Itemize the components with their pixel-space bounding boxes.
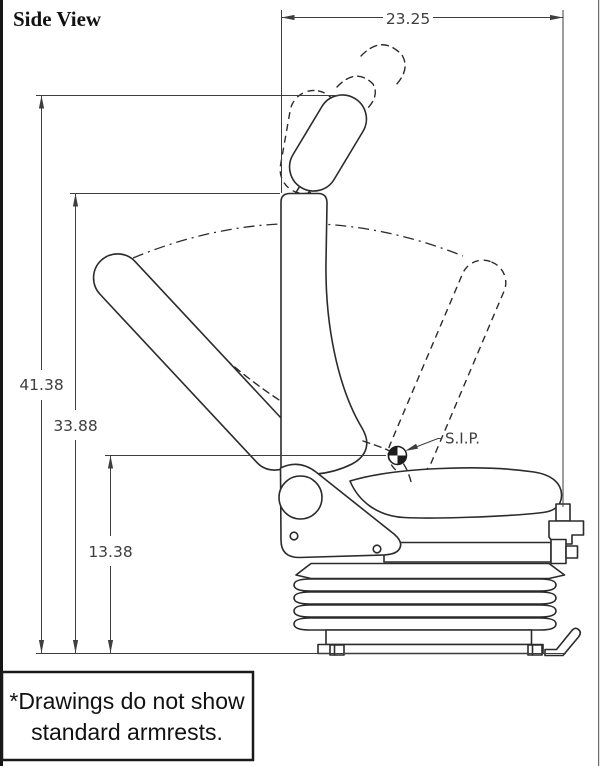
- sip-quadrant-br: [397, 455, 407, 465]
- recliner-hole-left: [289, 531, 299, 541]
- bellows-fold: [293, 578, 557, 592]
- note-text-line1: *Drawings do not show: [9, 688, 245, 714]
- sip-leader-line: [415, 438, 439, 448]
- note-box-border: [0, 670, 255, 762]
- recliner-hole-right: [372, 544, 382, 554]
- page-title: Side View: [13, 7, 102, 31]
- note-box: *Drawings do not show standard armrests.: [0, 670, 255, 762]
- headrest-raised-arc-1: [360, 44, 406, 88]
- dimension-sip-height: 13.38: [88, 455, 386, 653]
- arrow-down: [107, 640, 114, 653]
- arrow-down: [72, 640, 79, 653]
- arrow-up: [38, 95, 45, 109]
- dim-label-seat-depth: 23.25: [386, 10, 430, 28]
- base-box: [325, 629, 533, 646]
- suspension-bellows: [293, 562, 566, 631]
- rail-bar: [383, 541, 552, 563]
- sip-marker: S.I.P.: [387, 430, 480, 466]
- seat-cushion: [349, 467, 563, 519]
- base-foot-left: [329, 644, 345, 656]
- dimension-backrest-height: 33.88: [53, 193, 280, 653]
- backrest-reclined-outline: [92, 253, 300, 471]
- arrow-up: [107, 455, 114, 469]
- arrow-left: [281, 14, 295, 21]
- recliner-plate: [278, 463, 402, 559]
- arrow-right: [550, 14, 563, 21]
- headrest-raised-arc-2: [336, 75, 376, 111]
- rail-bracket-mid: [548, 520, 585, 545]
- sip-leader-arrow: [405, 443, 419, 451]
- dimension-overall-height: 41.38: [19, 95, 340, 653]
- rail-end-cap: [550, 538, 567, 565]
- dim-label-overall-height: 41.38: [19, 376, 63, 394]
- backrest: [280, 192, 368, 476]
- base-frame: [317, 627, 582, 657]
- bellows-fold: [293, 604, 557, 618]
- base-rail: [317, 643, 544, 655]
- recliner-knob: [278, 475, 323, 520]
- base-foot-right: [527, 644, 543, 656]
- arrow-down: [38, 640, 45, 653]
- bellows-fold: [293, 617, 557, 631]
- headrest: [288, 94, 368, 192]
- dim-label-sip-height: 13.38: [88, 543, 132, 561]
- note-text-line2: standard armrests.: [31, 719, 223, 745]
- sip-label: S.I.P.: [445, 430, 480, 448]
- arrow-up: [72, 193, 79, 207]
- bellows-top-plate: [295, 562, 566, 580]
- sip-quadrant-tl: [388, 446, 398, 456]
- seat-assembly: [278, 94, 585, 657]
- dim-label-backrest-height: 33.88: [53, 417, 97, 435]
- backrest-reclined-position: [92, 253, 300, 471]
- adjust-lever: [544, 627, 582, 657]
- dimension-seat-depth: 23.25: [281, 10, 564, 507]
- rail-end-tab: [565, 545, 579, 559]
- sip-target-icon: [387, 445, 408, 466]
- bellows-fold: [293, 591, 557, 605]
